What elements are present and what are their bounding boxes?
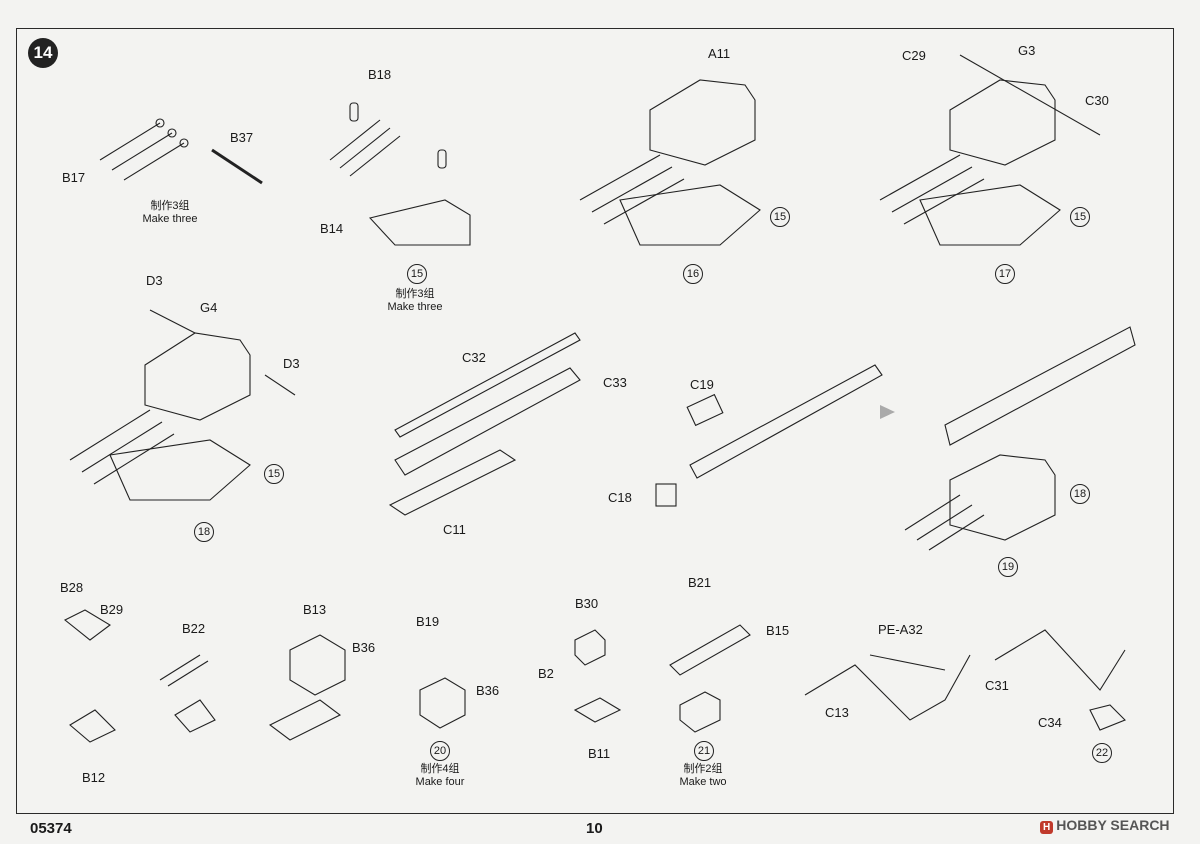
part-label-c32: C32 bbox=[462, 350, 486, 365]
part-label-d3: D3 bbox=[283, 356, 300, 371]
note-en: Make four bbox=[415, 776, 465, 788]
part-label-b2: B2 bbox=[538, 666, 554, 681]
page-frame bbox=[16, 28, 1174, 814]
ref-circle-22: 22 bbox=[1092, 743, 1112, 763]
part-label-b28: B28 bbox=[60, 580, 84, 595]
ref-circle-21: 21 bbox=[694, 741, 714, 761]
part-label-b29: B29 bbox=[100, 602, 124, 617]
ref-circle-18: 18 bbox=[194, 522, 214, 542]
ref-circle-18: 18 bbox=[1070, 484, 1090, 504]
step-number-badge: 14 bbox=[28, 38, 58, 68]
note-en: Make two bbox=[679, 776, 727, 788]
ref-circle-15: 15 bbox=[407, 264, 427, 284]
part-label-d3: D3 bbox=[146, 273, 163, 288]
part-label-b19: B19 bbox=[416, 614, 440, 629]
ref-circle-19: 19 bbox=[998, 557, 1018, 577]
part-label-c29: C29 bbox=[902, 48, 926, 63]
part-label-c19: C19 bbox=[690, 377, 714, 392]
note-cn: 制作2组 bbox=[683, 763, 723, 775]
part-label-c13: C13 bbox=[825, 705, 849, 720]
ref-circle-17: 17 bbox=[995, 264, 1015, 284]
part-label-b17: B17 bbox=[62, 170, 86, 185]
note-cn: 制作3组 bbox=[150, 200, 190, 212]
note-make-three-a: 制作3组 Make three bbox=[130, 200, 210, 226]
part-label-b12: B12 bbox=[82, 770, 106, 785]
part-label-b18: B18 bbox=[368, 67, 392, 82]
ref-circle-16: 16 bbox=[683, 264, 703, 284]
part-label-c31: C31 bbox=[985, 678, 1009, 693]
note-make-four: 制作4组 Make four bbox=[400, 763, 480, 789]
part-label-a11: A11 bbox=[708, 46, 731, 61]
product-code: 05374 bbox=[30, 820, 72, 837]
part-label-c18: C18 bbox=[608, 490, 632, 505]
ref-circle-15: 15 bbox=[770, 207, 790, 227]
ref-circle-20: 20 bbox=[430, 741, 450, 761]
part-label-g3: G3 bbox=[1018, 43, 1036, 58]
part-label-b11: B11 bbox=[588, 746, 611, 761]
part-label-b13: B13 bbox=[303, 602, 327, 617]
watermark-logo: H bbox=[1040, 821, 1054, 834]
note-en: Make three bbox=[142, 213, 198, 225]
part-label-b30: B30 bbox=[575, 596, 599, 611]
part-label-b37: B37 bbox=[230, 130, 254, 145]
part-label-c11: C11 bbox=[443, 522, 466, 537]
note-make-three-b: 制作3组 Make three bbox=[375, 288, 455, 314]
part-label-c33: C33 bbox=[603, 375, 627, 390]
part-label-b22: B22 bbox=[182, 621, 206, 636]
page-number: 10 bbox=[586, 820, 603, 837]
note-make-two: 制作2组 Make two bbox=[663, 763, 743, 789]
note-cn: 制作3组 bbox=[395, 288, 435, 300]
part-label-b36: B36 bbox=[476, 683, 500, 698]
part-label-g4: G4 bbox=[200, 300, 218, 315]
part-label-b15: B15 bbox=[766, 623, 790, 638]
ref-circle-15: 15 bbox=[1070, 207, 1090, 227]
part-label-b21: B21 bbox=[688, 575, 712, 590]
watermark-text: HOBBY SEARCH bbox=[1056, 817, 1170, 833]
part-label-c30: C30 bbox=[1085, 93, 1109, 108]
part-label-c34: C34 bbox=[1038, 715, 1062, 730]
ref-circle-15: 15 bbox=[264, 464, 284, 484]
note-cn: 制作4组 bbox=[420, 763, 460, 775]
part-label-b36: B36 bbox=[352, 640, 376, 655]
part-label-pe-a32: PE-A32 bbox=[878, 622, 923, 637]
note-en: Make three bbox=[387, 301, 443, 313]
part-label-b14: B14 bbox=[320, 221, 344, 236]
